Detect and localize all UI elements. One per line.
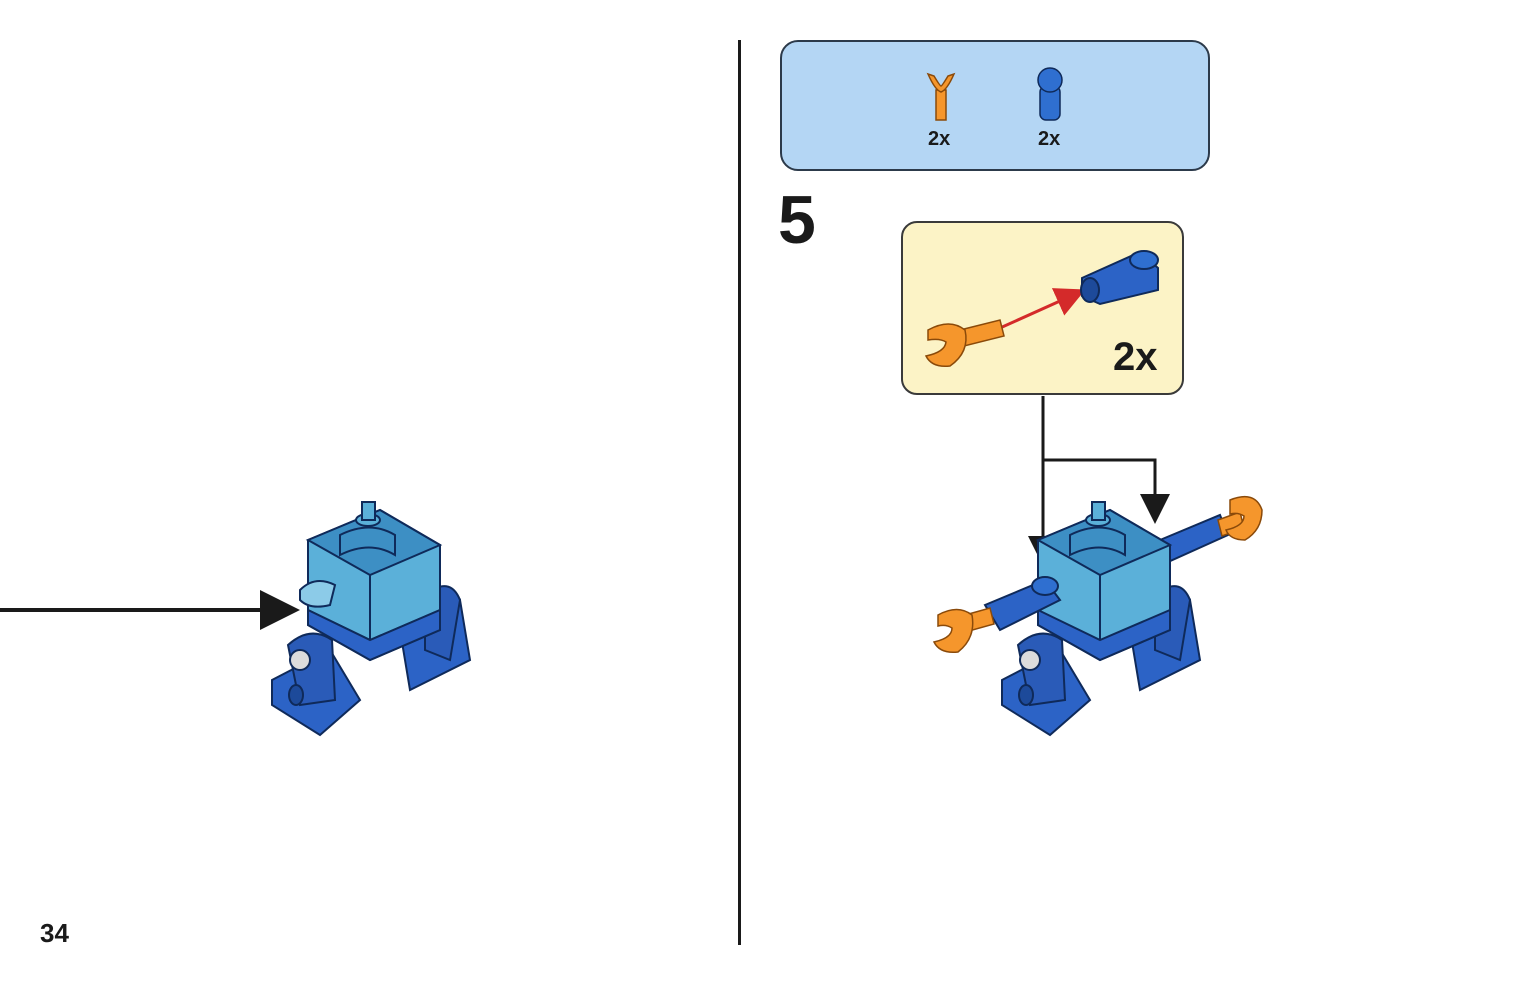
left-model-robot [0,501,472,737]
callout-qty: 2x [1113,335,1158,379]
callout-pointer-lines [1028,396,1170,566]
page-divider [738,40,741,945]
step-number: 5 [778,182,816,258]
parts-list-box: 2x 2x [780,40,1210,171]
left-leg-front [271,632,362,737]
part-qty-orange-claw: 2x [928,128,951,150]
left-clip-stud [299,580,337,608]
right-model-robot [932,495,1263,737]
subassembly-callout: 2x [901,221,1184,395]
part-qty-blue-connector: 2x [1038,128,1061,150]
page-number: 34 [40,918,69,948]
